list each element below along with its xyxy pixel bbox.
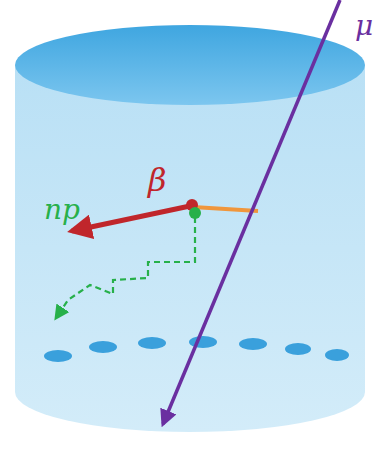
neutron-walk [56, 217, 195, 318]
muon-label: μ [355, 12, 373, 40]
beta-label: β [148, 164, 167, 196]
np-label: np [44, 196, 80, 224]
beta-arrow [72, 206, 190, 231]
np-vertex [189, 207, 201, 219]
tank-body [15, 65, 365, 432]
vertex-link [193, 207, 258, 211]
muon-track [163, 0, 340, 424]
